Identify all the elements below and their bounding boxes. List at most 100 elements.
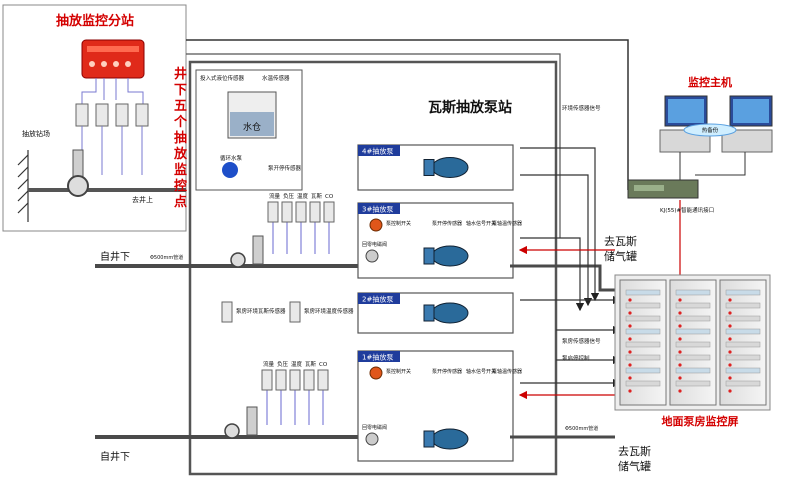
computer-icon [721, 95, 773, 153]
pipe-sensor-icon [281, 201, 293, 223]
flowmeter-icon [67, 149, 89, 197]
outlet-top-line2: 储气罐 [604, 249, 637, 263]
pump-motor-icon [423, 247, 435, 265]
cabinet-indicator [725, 367, 761, 374]
pipe-sensor-label: 温度 [291, 360, 303, 368]
pump-motor-icon [423, 304, 435, 322]
side-label-char: 放 [173, 146, 188, 162]
pump-box [357, 202, 514, 279]
cabinet-indicator [625, 289, 661, 296]
pipe-sensor-label: 温度 [297, 192, 309, 200]
pump-tag [358, 145, 400, 156]
indicator-light [628, 298, 632, 302]
pipe-sensor-label: CO [325, 194, 334, 200]
outlet-bottom-line1: 去瓦斯 [618, 445, 651, 458]
valve-label: 回零电磁阀 [362, 241, 387, 248]
water-tank-panel: 投入式液位传感器 水温传感器 水仓 循环水泵 泵开停传感器 [195, 69, 303, 191]
pump-tag [358, 351, 400, 362]
substation-side-label: 井下五个抽放监控点 [173, 66, 188, 210]
env-gas-sensor-label: 泵房环境瓦斯传感器 [236, 307, 286, 315]
cabinet-indicator [625, 328, 661, 335]
hot-backup-label: 热备份 [702, 126, 719, 134]
env-sensors: 泵房环境瓦斯传感器 泵房环境温度传感器 [221, 301, 354, 323]
cabinet-indicator [675, 302, 711, 309]
to-surface-label: 去井上 [132, 195, 153, 204]
inlet-bottom-label: 自井下 [100, 450, 130, 463]
pump-control-label: 泵启停控制 [562, 354, 590, 362]
pump-item-label: 泵控制开关 [386, 368, 411, 375]
pump-motor-icon [431, 428, 469, 450]
cabinet-indicator [725, 380, 761, 387]
indicator-light [628, 337, 632, 341]
pump-tag [358, 293, 400, 304]
indicator-light [728, 311, 732, 315]
side-label-char: 点 [174, 194, 187, 210]
pump-item-label: 泵轴温传感器 [492, 220, 522, 227]
cabinet-indicator [725, 354, 761, 361]
pipe-top-label: Φ500mm管道 [150, 254, 183, 261]
cabinet-indicator [725, 302, 761, 309]
indicator-light [678, 389, 682, 393]
monitor-host: 监控主机 热备份 KJ(55)#智能通讯接口 [627, 75, 773, 214]
pump-tag-label: 4#抽放泵 [362, 147, 393, 156]
cabinet-indicator [625, 302, 661, 309]
outlet-top-line1: 去瓦斯 [604, 235, 637, 248]
indicator-light [628, 389, 632, 393]
indicator-light [628, 376, 632, 380]
pipe-sensor-icon [267, 201, 279, 223]
indicator-light [678, 337, 682, 341]
side-label-char: 个 [173, 114, 188, 130]
pump-station-title: 瓦斯抽放泵站 [428, 99, 512, 116]
side-label-char: 监 [174, 162, 187, 178]
cabinet-indicator [625, 380, 661, 387]
solenoid-valve-icon [365, 432, 379, 446]
pipe-sensor-icon [317, 369, 329, 391]
circulation-pump-label: 循环水泵 [220, 154, 243, 162]
indicator-light [628, 324, 632, 328]
pump-motor-icon [431, 157, 469, 178]
cabinet-indicator [725, 315, 761, 322]
indicator-light [678, 350, 682, 354]
indicator-light [728, 350, 732, 354]
monitor-host-title: 监控主机 [688, 75, 732, 89]
flowmeter-icon [246, 406, 258, 436]
cabinet-indicator [675, 328, 711, 335]
comm-interface-icon [627, 179, 699, 199]
pump-item-label: 泵轴温传感器 [492, 368, 522, 375]
pump-item-label: 轴水信号开关 [466, 368, 496, 375]
substation-controller-icon [81, 39, 145, 79]
solenoid-valve-icon [365, 249, 379, 263]
pipe-sensor-label: 瓦斯 [305, 360, 317, 368]
pump-sensor-signal-label: 泵房传感器信号 [562, 337, 601, 345]
pipe-sensor-label: 流量 [263, 360, 275, 368]
pipe-sensor-icon [261, 369, 273, 391]
pipe-sensor-label: 瓦斯 [311, 192, 323, 200]
indicator-light [678, 324, 682, 328]
pump-motor-icon [431, 302, 469, 324]
pump-tag-label: 2#抽放泵 [362, 295, 393, 304]
pump-item-label: 泵控制开关 [386, 220, 411, 227]
env-sensor-signal-label: 环境传感器信号 [562, 104, 601, 112]
pump-motor-icon [431, 245, 469, 267]
pipe-sensor-icon [289, 369, 301, 391]
indicator-light [628, 311, 632, 315]
surface-control-panel: 地面泵房监控屏 [614, 274, 771, 428]
indicator-light [678, 376, 682, 380]
pump-control-switch-icon [369, 218, 383, 232]
pipe-sensor-label: 负压 [283, 192, 295, 200]
indicator-light [728, 363, 732, 367]
cabinet-indicator [675, 341, 711, 348]
pipe-sensor-icon [303, 369, 315, 391]
side-label-char: 井 [174, 66, 187, 82]
side-label-char: 下 [174, 83, 187, 98]
indicator-light [728, 298, 732, 302]
indicator-light [728, 337, 732, 341]
side-label-char: 抽 [174, 130, 187, 146]
pump-stop-sensor-label: 泵开停传感器 [268, 164, 302, 172]
cabinet-indicator [675, 367, 711, 374]
computer-icon [659, 95, 711, 153]
pipe-sensor-icon [295, 201, 307, 223]
pipe-sensor-label: CO [319, 362, 328, 368]
